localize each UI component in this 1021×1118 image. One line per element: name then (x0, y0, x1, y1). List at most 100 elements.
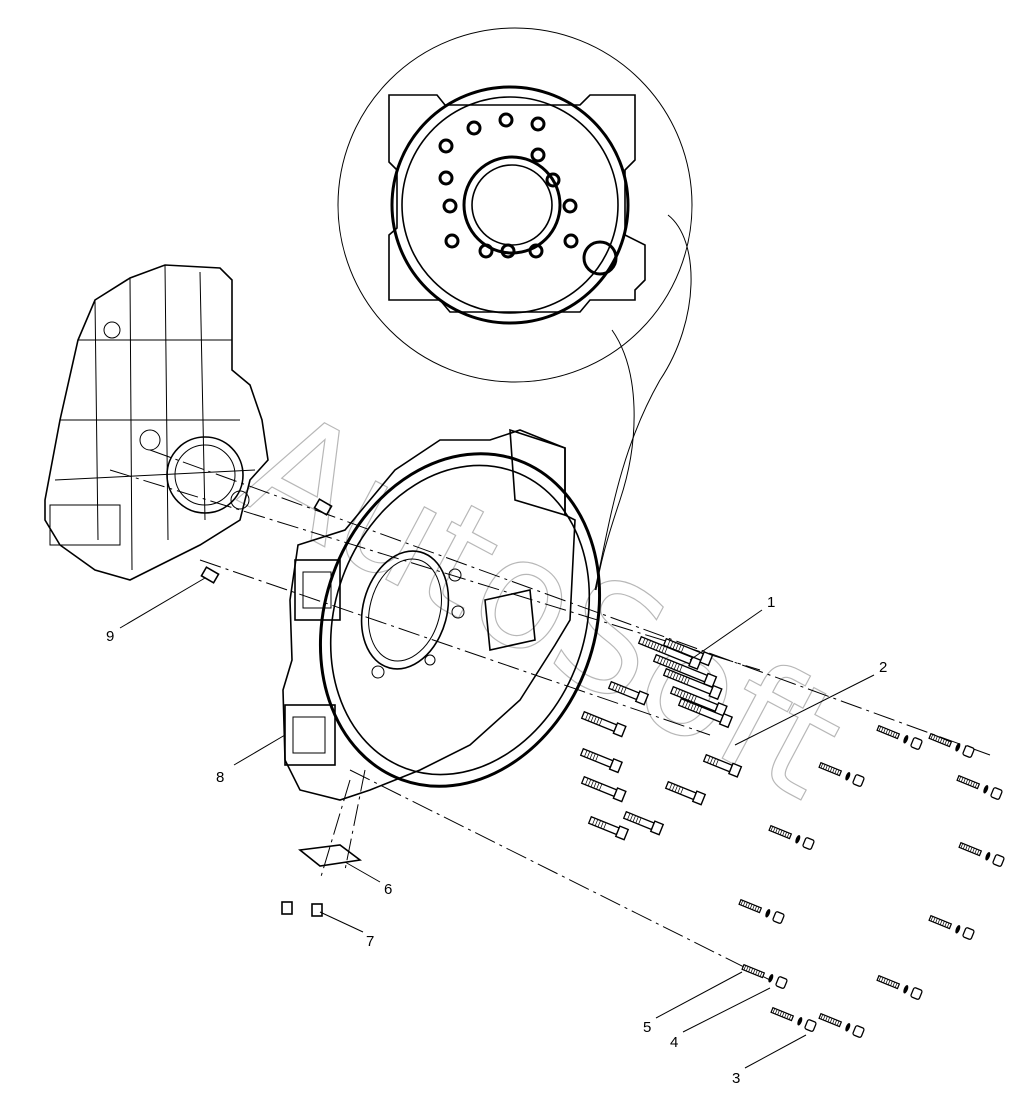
detail-housing-outline (388, 94, 646, 313)
bolts (579, 680, 743, 841)
stud (928, 732, 953, 748)
washer (797, 1016, 803, 1026)
stud (768, 824, 793, 840)
callout-8: 8 (216, 769, 224, 786)
long-bolt (677, 697, 734, 729)
housing-flange (318, 452, 602, 788)
leader-3 (744, 1034, 807, 1069)
nut (802, 837, 815, 850)
leader-4 (682, 987, 771, 1033)
stud-washer-nut-set (770, 1006, 817, 1032)
detail-leader-inner (595, 329, 635, 591)
long-bolt (662, 637, 714, 667)
detail-circle (337, 27, 693, 383)
stud-washer-nut-set (741, 963, 788, 989)
nut (962, 927, 975, 940)
block-hole (103, 321, 121, 339)
washer (768, 973, 774, 983)
leader-7 (319, 911, 364, 933)
engine-block-webs (54, 339, 256, 481)
nut (852, 1025, 865, 1038)
flywheel-housing (282, 428, 602, 801)
washer (795, 834, 801, 844)
detail-center-bore (462, 155, 562, 255)
stud-washer-nut-set (876, 724, 923, 750)
leader-9 (119, 577, 206, 629)
stud (876, 724, 901, 740)
detail-bolt-holes (438, 112, 618, 276)
housing-ear (509, 428, 566, 517)
housing-foot-lower-window (292, 716, 326, 754)
screw (281, 901, 293, 915)
housing-hole (424, 654, 436, 666)
leader-2 (734, 674, 875, 746)
bolt (664, 780, 707, 806)
callout-9: 9 (106, 628, 114, 645)
housing-flange-inner (329, 464, 591, 776)
detail-view (337, 27, 693, 591)
assembly-lines (109, 449, 991, 981)
stud (958, 841, 983, 857)
nut (775, 976, 788, 989)
housing-foot-upper-window (302, 571, 332, 609)
stud (741, 963, 766, 979)
stud (818, 761, 843, 777)
washer (903, 734, 909, 744)
callout-2: 2 (879, 659, 887, 676)
washer (845, 771, 851, 781)
callout-3: 3 (732, 1070, 740, 1087)
stud (928, 914, 953, 930)
stud-washer-nut-set (958, 841, 1005, 867)
washer (985, 851, 991, 861)
washer (903, 984, 909, 994)
detail-leader-outer (594, 214, 692, 591)
callout-labels: 1 2 3 4 5 6 7 8 9 (106, 594, 887, 1087)
block-hole (230, 490, 250, 510)
crank-bore-inner (174, 444, 236, 506)
washer (765, 908, 771, 918)
housing-hole (451, 605, 465, 619)
leader-5 (655, 971, 743, 1019)
stud-washer-nut-set (818, 761, 865, 787)
long-bolts (637, 635, 734, 729)
cover-plate-assembly (281, 844, 363, 917)
housing-bore (360, 550, 450, 670)
bolt (580, 710, 627, 738)
stud (956, 774, 981, 790)
stud-washer-nut-set (956, 774, 1003, 800)
bolt (580, 775, 627, 803)
stud-washer-nut-set (876, 974, 923, 1000)
callout-5: 5 (643, 1019, 651, 1036)
dowel-pin (313, 498, 333, 516)
detail-center-bore-inner (471, 164, 553, 246)
nut (990, 787, 1003, 800)
nut (992, 854, 1005, 867)
stud (876, 974, 901, 990)
bolt (622, 810, 665, 836)
stud (738, 898, 763, 914)
stud-sets (738, 724, 1005, 1038)
detail-inner-ring (401, 96, 619, 314)
housing-bore-inner (368, 558, 442, 662)
nut (910, 987, 923, 1000)
dowel-pins (200, 498, 333, 584)
washer (955, 924, 961, 934)
leader-1 (689, 609, 763, 661)
cover-plate (298, 844, 363, 867)
nut (804, 1019, 817, 1032)
engine-block-ribs (94, 264, 206, 571)
bolt (607, 680, 650, 706)
dowel-pin (200, 566, 220, 584)
stud-washer-nut-set (928, 732, 975, 758)
engine-block-outline (44, 264, 269, 581)
stud-washer-nut-set (738, 898, 785, 924)
stud-washer-nut-set (768, 824, 815, 850)
callout-4: 4 (670, 1034, 678, 1051)
nut (772, 911, 785, 924)
washer (955, 742, 961, 752)
housing-outline (282, 429, 576, 801)
nut (962, 745, 975, 758)
washer (845, 1022, 851, 1032)
crank-bore (166, 436, 244, 514)
